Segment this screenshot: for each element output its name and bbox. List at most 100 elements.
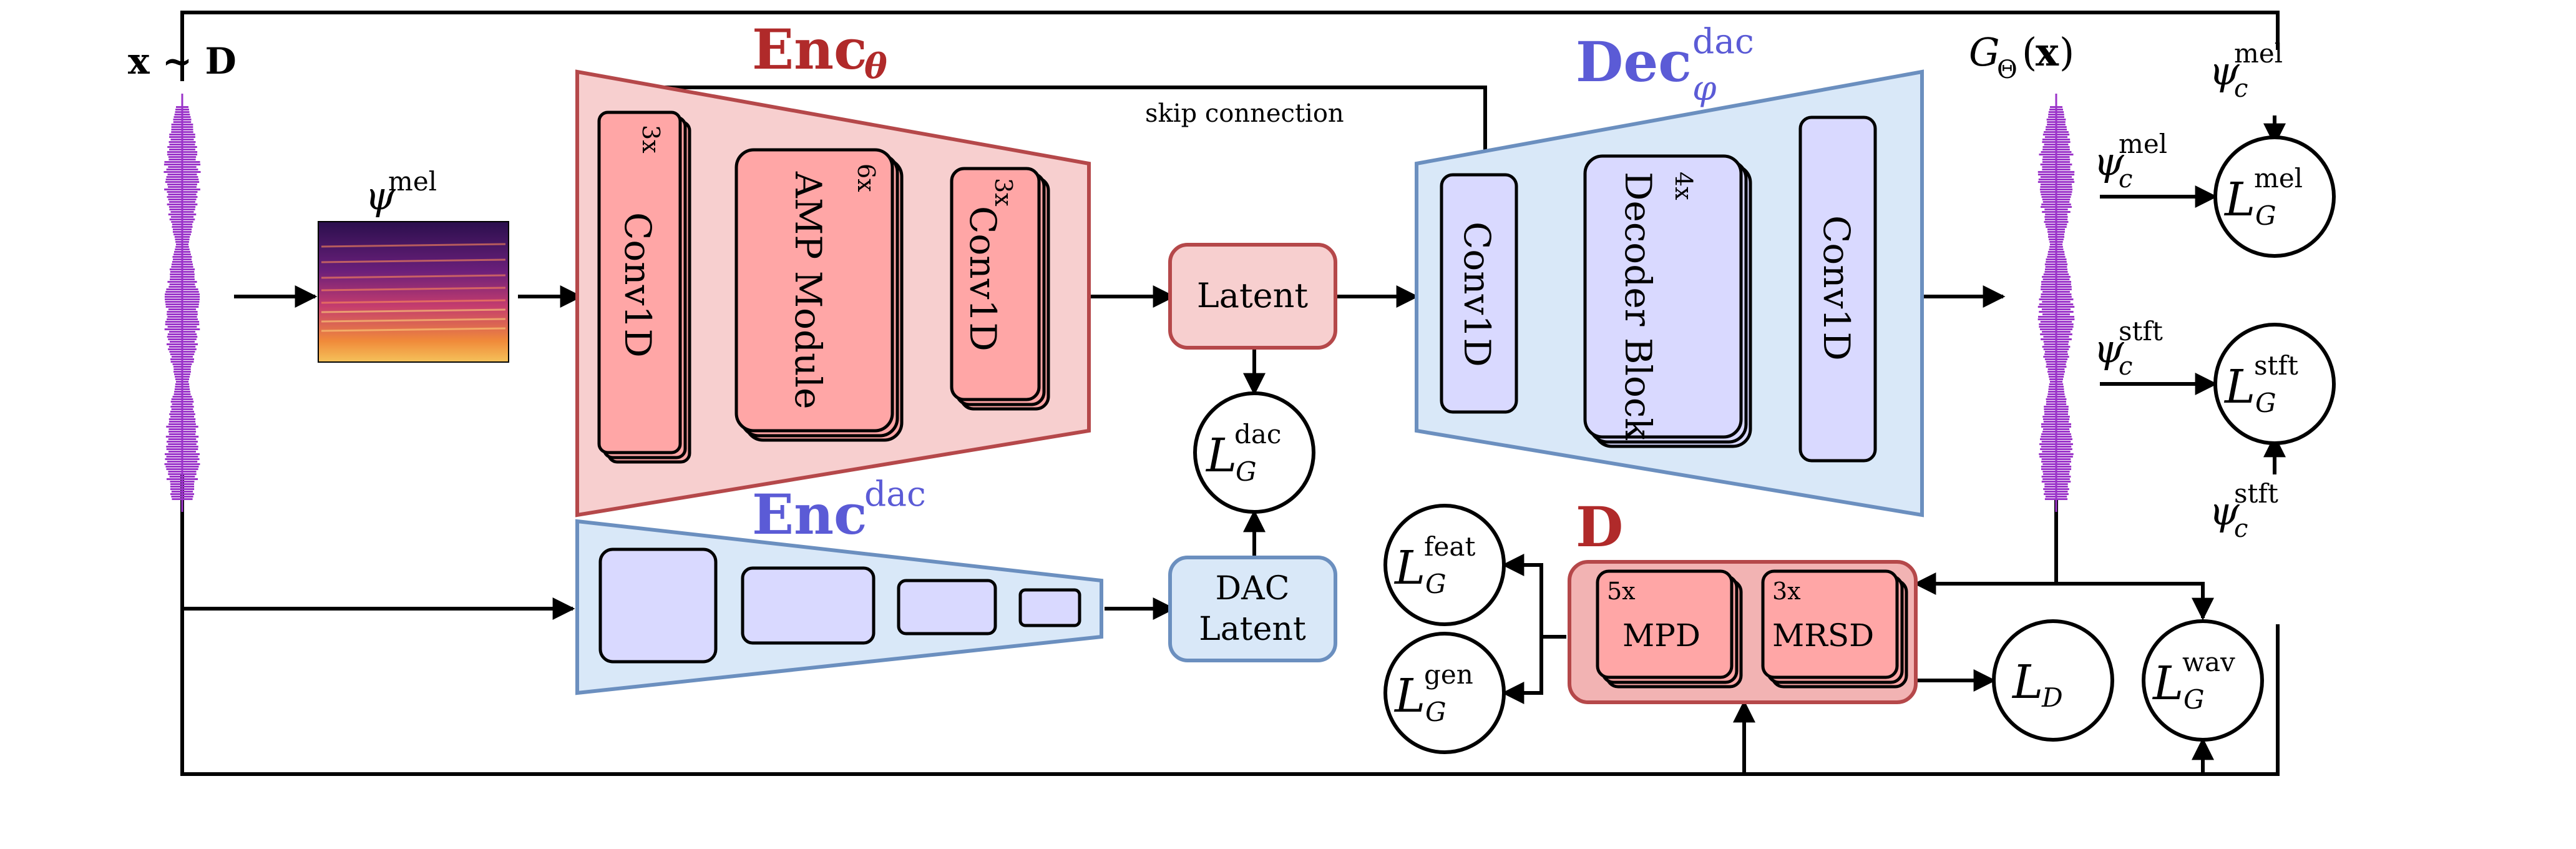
loss-wav: L wav G — [2142, 619, 2264, 742]
input-label: x ~ D — [128, 40, 237, 82]
loss-dac-main: L — [1205, 429, 1237, 483]
svg-text:ψ: ψ — [2209, 488, 2240, 534]
disc-mrsd-label: MRSD — [1772, 617, 1874, 654]
svg-text:dac: dac — [1692, 21, 1754, 61]
loss-gen-sup: gen — [1424, 659, 1473, 690]
latent-label: Latent — [1197, 276, 1308, 315]
svg-text:ψ: ψ — [365, 173, 396, 218]
svg-text:stft: stft — [2234, 478, 2278, 509]
svg-text:ψ: ψ — [2094, 326, 2125, 371]
loss-stft-main: L — [2223, 360, 2255, 414]
loss-feat: L feat G — [1383, 504, 1506, 626]
loss-stft-sub: G — [2255, 388, 2276, 418]
svg-text:): ) — [2059, 29, 2074, 75]
enc-theta-title: Enc θ — [752, 17, 887, 86]
dec-dac-title: Dec dac φ — [1576, 21, 1754, 108]
mel-feature-label: ψ mel — [365, 166, 437, 218]
svg-text:Dec: Dec — [1576, 29, 1692, 94]
input-waveform — [163, 94, 201, 512]
psi-stft-left: ψ c stft — [2094, 316, 2163, 381]
disc-mpd-label: MPD — [1622, 617, 1700, 654]
output-label: G Θ ( x ) — [1969, 29, 2074, 84]
encoder-block-amp-module: AMP Module 6x — [734, 148, 904, 442]
loss-mel-sub: G — [2255, 200, 2276, 231]
decoder-block-main-count: 4x — [1670, 172, 1697, 200]
loss-dac: L dac G — [1193, 391, 1315, 514]
svg-text:φ: φ — [1692, 68, 1717, 108]
loss-wav-sup: wav — [2182, 647, 2235, 677]
encoder-block-conv1d-2-count: 3x — [990, 178, 1017, 207]
loss-stft-sup: stft — [2254, 350, 2298, 381]
loss-disc-sub: D — [2041, 682, 2063, 713]
encoder-block-conv1d-1: Conv1D 3x — [597, 110, 691, 464]
svg-text:dac: dac — [864, 474, 926, 514]
svg-text:Enc: Enc — [752, 17, 867, 82]
svg-text:(: ( — [2022, 29, 2037, 75]
disc-mrsd-count: 3x — [1772, 577, 1801, 605]
decoder-block-main: Decoder Block 4x — [1583, 154, 1752, 448]
skip-connection-label: skip connection — [1145, 99, 1344, 128]
loss-disc: L D — [1992, 619, 2114, 742]
decoder-block-conv1d-1: Conv1D — [1440, 173, 1518, 414]
svg-text:θ: θ — [864, 46, 887, 86]
dac-latent-line2: Latent — [1199, 611, 1306, 648]
latent-box: Latent — [1168, 243, 1337, 350]
svg-text:x: x — [2036, 29, 2059, 75]
svg-text:mel: mel — [2119, 129, 2167, 159]
decoder-block-main-label: Decoder Block — [1617, 172, 1659, 440]
encoder-block-conv1d-1-label: Conv1D — [617, 212, 659, 358]
discriminator-title: D — [1576, 494, 1623, 559]
loss-wav-main: L — [2152, 657, 2183, 710]
encoder-block-conv1d-2-label: Conv1D — [962, 206, 1004, 351]
dac-latent-line1: DAC — [1215, 570, 1289, 607]
svg-text:Θ: Θ — [1997, 56, 2017, 84]
enc-dac-layer-1 — [598, 547, 718, 664]
disc-mpd-count: 5x — [1607, 577, 1636, 605]
loss-mel: L mel G — [2213, 135, 2336, 258]
svg-text:c: c — [2234, 514, 2248, 543]
svg-text:c: c — [2119, 352, 2132, 381]
svg-text:stft: stft — [2119, 316, 2163, 346]
output-waveform — [2037, 94, 2075, 512]
enc-dac-layer-3 — [897, 579, 997, 636]
enc-dac — [575, 519, 1103, 695]
svg-text:Enc: Enc — [752, 482, 867, 547]
decoder-block-conv1d-2-label: Conv1D — [1815, 215, 1858, 361]
loss-feat-sub: G — [1425, 569, 1447, 599]
enc-dac-layer-2 — [741, 566, 876, 645]
loss-stft: L stft G — [2213, 323, 2336, 445]
loss-gen: L gen G — [1383, 632, 1506, 754]
svg-text:c: c — [2234, 74, 2248, 103]
svg-text:c: c — [2119, 165, 2132, 194]
psi-mel-left: ψ c mel — [2094, 129, 2167, 194]
mel-feature-sup: mel — [388, 166, 437, 197]
svg-text:ψ: ψ — [2209, 48, 2240, 94]
svg-text:G: G — [1969, 29, 2000, 75]
loss-feat-sup: feat — [1424, 531, 1475, 562]
loss-feat-main: L — [1393, 541, 1425, 595]
loss-dac-sub: G — [1236, 456, 1257, 487]
encoder-block-amp-label: AMP Module — [787, 171, 829, 409]
disc-block-mpd: 5x MPD — [1596, 569, 1743, 689]
mel-spectrogram — [318, 221, 509, 363]
enc-dac-title: Enc dac — [752, 474, 926, 547]
loss-wav-sub: G — [2183, 684, 2205, 715]
loss-disc-main: L — [2011, 655, 2043, 709]
disc-block-mrsd: 3x MRSD — [1761, 569, 1908, 689]
encoder-block-conv1d-1-count: 3x — [637, 125, 665, 154]
loss-gen-sub: G — [1425, 697, 1447, 727]
encoder-block-conv1d-2: Conv1D 3x — [950, 167, 1050, 411]
encoder-block-amp-count: 6x — [852, 164, 880, 192]
loss-gen-main: L — [1393, 669, 1425, 723]
loss-mel-main: L — [2223, 173, 2255, 227]
svg-text:ψ: ψ — [2094, 139, 2125, 184]
svg-text:mel: mel — [2234, 38, 2283, 69]
enc-dac-layer-4 — [1018, 588, 1081, 627]
loss-mel-sup: mel — [2254, 163, 2303, 194]
psi-stft-bottom: ψ c stft — [2209, 478, 2278, 543]
decoder-block-conv1d-1-label: Conv1D — [1456, 222, 1498, 367]
dac-latent-box: DAC Latent — [1168, 556, 1337, 662]
loss-dac-sup: dac — [1234, 419, 1281, 449]
decoder-block-conv1d-2: Conv1D — [1798, 115, 1877, 463]
